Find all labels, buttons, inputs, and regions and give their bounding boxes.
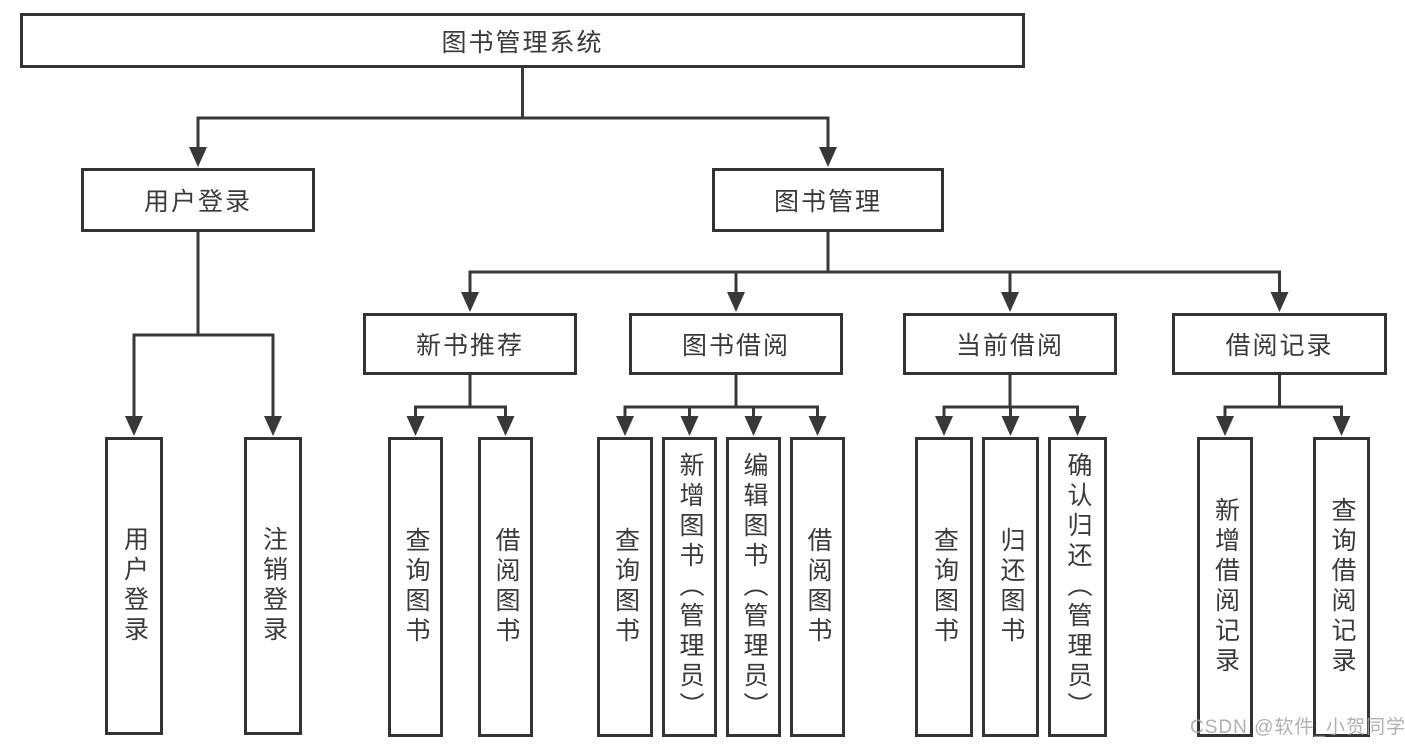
- node-current-borrow: 当前借阅: [903, 313, 1117, 375]
- node-user-login: 用户登录: [81, 168, 315, 232]
- node-nbr-borrow: 借阅图书: [478, 437, 533, 737]
- node-ul-logout: 注销登录: [244, 437, 302, 735]
- node-root: 图书管理系统: [20, 13, 1025, 68]
- node-cb-query: 查询图书: [915, 437, 973, 737]
- arrowhead-icon: [1332, 416, 1351, 436]
- arrowhead-icon: [935, 416, 953, 436]
- arrowhead-icon: [1068, 416, 1087, 436]
- arrowhead-icon: [125, 416, 143, 436]
- node-br-query: 查询借阅记录: [1313, 437, 1370, 737]
- arrowhead-icon: [1216, 416, 1234, 436]
- node-br-add: 新增借阅记录: [1197, 437, 1253, 737]
- arrowhead-icon: [808, 416, 827, 436]
- arrowhead-icon: [1001, 416, 1020, 436]
- node-bb-edit: 编辑图书（管理员）: [726, 437, 781, 737]
- node-bb-query: 查询图书: [597, 437, 653, 737]
- arrowhead-icon: [680, 416, 699, 436]
- arrowhead-icon: [616, 416, 634, 436]
- arrowhead-icon: [744, 416, 763, 436]
- arrowhead-icon: [727, 292, 745, 312]
- node-nbr-query: 查询图书: [388, 437, 443, 737]
- arrowhead-icon: [189, 147, 207, 167]
- csdn-watermark: CSDN @软件_小贺同学: [1190, 717, 1405, 738]
- arrowhead-icon: [1270, 292, 1289, 312]
- arrowhead-icon: [461, 292, 479, 312]
- arrowhead-icon: [1001, 292, 1019, 312]
- arrowhead-icon: [264, 416, 282, 436]
- node-bb-borrow: 借阅图书: [790, 437, 845, 737]
- node-book-borrow: 图书借阅: [629, 313, 843, 375]
- node-book-mgmt: 图书管理: [712, 168, 944, 232]
- node-new-book-rec: 新书推荐: [363, 313, 577, 375]
- node-ul-login: 用户登录: [105, 437, 163, 735]
- node-bb-add: 新增图书（管理员）: [662, 437, 717, 737]
- node-cb-confirm: 确认归还（管理员）: [1048, 437, 1107, 737]
- arrowhead-icon: [406, 416, 425, 436]
- node-borrow-records: 借阅记录: [1172, 313, 1387, 375]
- arrowhead-icon: [819, 147, 837, 167]
- arrowhead-icon: [496, 416, 515, 436]
- node-cb-return: 归还图书: [982, 437, 1039, 737]
